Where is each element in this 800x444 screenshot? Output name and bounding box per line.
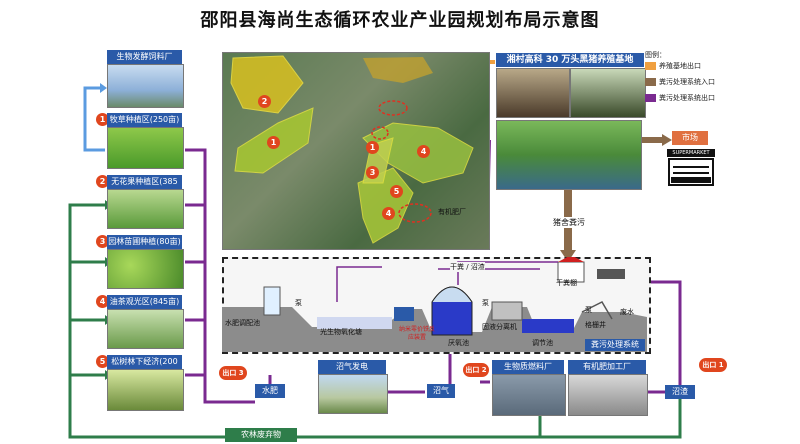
pasture-zone-label: 牧草种植区(250亩) xyxy=(107,113,182,127)
nursery-number-badge: 3 xyxy=(96,235,109,248)
treatment-system-diagram xyxy=(222,257,647,352)
outlet-2-badge: 出口 2 xyxy=(462,362,490,378)
map-zones xyxy=(230,55,474,244)
nursery-photo xyxy=(107,249,184,289)
map-marker: 4 xyxy=(417,145,430,158)
dry-manure-label: 干粪 / 沼渣 xyxy=(450,262,485,272)
legend-label: 养殖基地出口 xyxy=(659,62,701,70)
legend-swatch-orange xyxy=(645,62,656,70)
residue-label: 沼渣 xyxy=(665,385,695,399)
pig-farm-aerial-photo xyxy=(496,120,642,190)
nursery-zone-label: 园林苗圃种植(80亩) xyxy=(107,235,182,249)
camellia-zone-label: 油茶观光区(845亩) xyxy=(107,295,182,309)
legend-swatch-brown xyxy=(645,78,656,86)
pine-zone-label: 松树林下经济(200亩) xyxy=(107,355,182,380)
legend-title: 图例： xyxy=(645,51,666,59)
separator-label: 固液分离机 xyxy=(482,323,517,331)
fig-zone-label: 无花果种植区(385亩) xyxy=(107,175,182,200)
supermarket-text: SUPERMARKET xyxy=(667,149,715,157)
site-map xyxy=(222,52,490,250)
regulation-tank-label: 调节池 xyxy=(532,339,553,347)
legend-swatch-purple xyxy=(645,94,656,102)
map-marker: 1 xyxy=(366,141,379,154)
system-label: 粪污处理系统 xyxy=(585,339,645,351)
fig-photo xyxy=(107,189,184,229)
outlet-3-badge: 出口 3 xyxy=(218,365,248,381)
pasture-number-badge: 1 xyxy=(96,113,109,126)
agri-waste-label: 农林废弃物 xyxy=(225,428,297,442)
grid-well-label: 格栅井 xyxy=(585,321,606,329)
biogas-power-photo xyxy=(318,374,388,414)
map-marker: 1 xyxy=(267,136,280,149)
fig-number-badge: 2 xyxy=(96,175,109,188)
camellia-photo xyxy=(107,309,184,349)
green-flow-line xyxy=(68,203,682,439)
market-label: 市场 xyxy=(672,131,708,145)
pasture-photo xyxy=(107,127,184,169)
pump-label: 泵 xyxy=(482,299,489,307)
purple-flow-line xyxy=(650,280,682,385)
map-marker: 2 xyxy=(258,95,271,108)
map-marker: 5 xyxy=(390,185,403,198)
pine-number-badge: 5 xyxy=(96,355,109,368)
pig-base-label: 湘村高科 30 万头黑猪养殖基地 xyxy=(496,53,644,67)
supermarket-icon xyxy=(668,158,714,186)
legend-label: 粪污处理系统入口 xyxy=(659,78,715,86)
water-fertilizer-label: 水肥 xyxy=(255,384,285,398)
water-tank-label: 水肥调配池 xyxy=(225,319,260,327)
map-marker: 4 xyxy=(382,207,395,220)
nano-reactor-label: 纳米零价铁反应装置 xyxy=(398,326,435,341)
biogas-power-label: 沼气发电 xyxy=(318,360,386,374)
oxidation-pond-label: 光生物氧化塘 xyxy=(320,328,362,336)
page-title: 邵阳县海尚生态循环农业产业园规划布局示意图 xyxy=(200,10,600,31)
biomass-fuel-label: 生物质燃料厂 xyxy=(492,360,564,374)
pine-photo xyxy=(107,369,184,411)
dry-shed-label: 干粪棚 xyxy=(556,279,577,287)
outlet-1-badge: 出口 1 xyxy=(698,357,728,373)
organic-fertilizer-photo xyxy=(568,374,648,416)
waste-water-label: 废水 xyxy=(620,308,634,316)
pump-label: 泵 xyxy=(295,299,302,307)
pump-label: 泵 xyxy=(585,306,592,314)
biogas-label: 沼气 xyxy=(427,384,455,398)
map-marker: 3 xyxy=(366,166,379,179)
manure-label: 猪舍粪污 xyxy=(552,217,586,228)
legend-label: 粪污处理系统出口 xyxy=(659,94,715,102)
feed-factory-label: 生物发酵饲料厂 xyxy=(107,50,182,64)
biomass-fuel-photo xyxy=(492,374,566,416)
anaerobic-tank-label: 厌氧池 xyxy=(448,339,469,347)
pig-photo-1 xyxy=(496,68,570,118)
organic-fertilizer-plant-label: 有机肥加工厂 xyxy=(568,360,646,374)
pig-photo-2 xyxy=(570,68,646,118)
purple-flow-line xyxy=(185,148,255,404)
blue-flow-line xyxy=(83,86,105,152)
feed-factory-photo xyxy=(107,64,184,108)
fertilizer-plant-label: 有机肥厂 xyxy=(438,208,466,216)
camellia-number-badge: 4 xyxy=(96,295,109,308)
